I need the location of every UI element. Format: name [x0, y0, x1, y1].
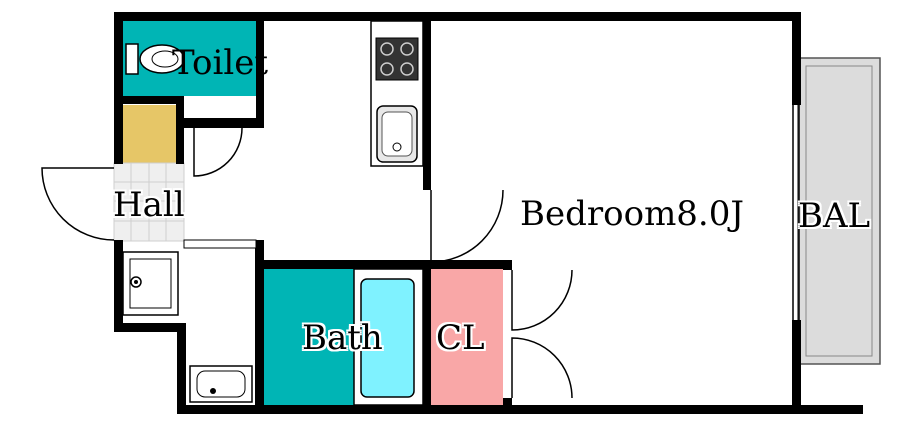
toilet-label: Toilet [172, 43, 269, 83]
stove-icon [375, 37, 419, 81]
hall-label: Hall [113, 185, 185, 225]
walls [114, 12, 863, 414]
bathtub-icon [353, 268, 424, 406]
hall-floor-tiles [113, 162, 185, 242]
balcony-label: BAL [798, 196, 871, 236]
bedroom-label: Bedroom8.0J [520, 194, 745, 234]
washer-pan-icon [122, 251, 179, 316]
kitchen-counter [370, 20, 424, 167]
bath-fill [263, 268, 359, 406]
doors [41, 127, 573, 399]
toilet-icon [125, 43, 185, 75]
bath-label: Bath [302, 318, 383, 358]
closet-fill [431, 268, 503, 406]
washbasin-icon [189, 365, 253, 403]
shoe-box-fill [122, 105, 179, 163]
balcony [792, 57, 881, 365]
closet-label: CL [436, 318, 485, 358]
kitchen-sink-icon [376, 105, 418, 163]
